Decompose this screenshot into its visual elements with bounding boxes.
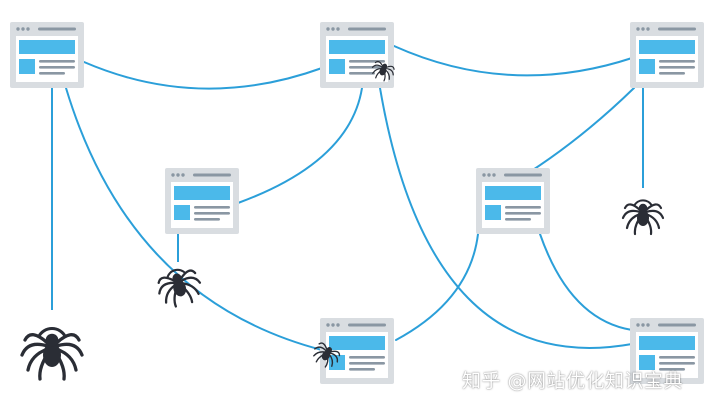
link-line xyxy=(394,46,632,75)
text-line xyxy=(505,218,531,221)
window-dot xyxy=(326,27,329,30)
window-dot xyxy=(326,323,329,326)
window-dot xyxy=(331,323,334,326)
webpage-icon xyxy=(320,22,394,88)
spider-icon xyxy=(22,329,82,379)
text-line xyxy=(194,206,230,209)
title-bar-line xyxy=(658,28,696,31)
text-line xyxy=(194,218,220,221)
page-banner xyxy=(639,336,695,350)
title-bar-line xyxy=(504,174,542,177)
text-line xyxy=(349,362,385,365)
page-banner xyxy=(174,186,230,200)
title-bar-line xyxy=(658,324,696,327)
link-line xyxy=(238,88,362,203)
spider-abdomen xyxy=(43,343,61,367)
text-line xyxy=(39,66,75,69)
window-dot xyxy=(181,173,184,176)
text-line xyxy=(659,66,695,69)
links-group xyxy=(52,46,643,350)
text-line xyxy=(349,368,375,371)
spider-abdomen xyxy=(637,210,649,226)
spider-icon xyxy=(155,265,205,310)
spider-head xyxy=(639,204,647,212)
window-dot xyxy=(636,27,639,30)
window-dot xyxy=(176,173,179,176)
window-dot xyxy=(482,173,485,176)
page-banner xyxy=(19,40,75,54)
spider-leg xyxy=(57,335,80,343)
page-image xyxy=(174,205,190,220)
title-bar-line xyxy=(193,174,231,177)
text-line xyxy=(659,72,685,75)
page-banner xyxy=(639,40,695,54)
window-dot xyxy=(487,173,490,176)
link-line xyxy=(396,234,478,340)
link-line xyxy=(84,62,322,89)
page-image xyxy=(639,59,655,74)
window-dot xyxy=(636,323,639,326)
title-bar-line xyxy=(38,28,76,31)
title-bar-line xyxy=(348,324,386,327)
webpage-icon xyxy=(630,22,704,88)
spider-leg xyxy=(646,204,661,210)
window-dot xyxy=(641,27,644,30)
webpage-icon xyxy=(476,168,550,234)
link-line xyxy=(540,234,632,330)
text-line xyxy=(349,356,385,359)
spider-head xyxy=(46,334,59,347)
text-line xyxy=(505,212,541,215)
page-image xyxy=(329,59,345,74)
window-dot xyxy=(21,27,24,30)
webpage-icon xyxy=(165,168,239,234)
page-banner xyxy=(329,336,385,350)
spider-leg xyxy=(625,204,640,210)
text-line xyxy=(194,212,230,215)
window-dot xyxy=(26,27,29,30)
text-line xyxy=(659,356,695,359)
window-dot xyxy=(16,27,19,30)
text-line xyxy=(39,72,65,75)
spider-leg xyxy=(25,335,48,343)
window-dot xyxy=(331,27,334,30)
window-dot xyxy=(646,323,649,326)
zhihu-watermark: 知乎 @网站优化知识宝典 xyxy=(462,366,683,393)
page-banner xyxy=(485,186,541,200)
text-line xyxy=(39,60,75,63)
page-banner xyxy=(329,40,385,54)
page-image xyxy=(19,59,35,74)
window-dot xyxy=(641,323,644,326)
window-dot xyxy=(492,173,495,176)
window-dot xyxy=(336,27,339,30)
page-image xyxy=(485,205,501,220)
text-line xyxy=(349,72,375,75)
window-dot xyxy=(336,323,339,326)
text-line xyxy=(659,362,695,365)
spider-icon xyxy=(623,200,663,234)
text-line xyxy=(505,206,541,209)
window-dot xyxy=(646,27,649,30)
title-bar-line xyxy=(348,28,386,31)
window-dot xyxy=(171,173,174,176)
webpage-icon xyxy=(10,22,84,88)
text-line xyxy=(659,60,695,63)
